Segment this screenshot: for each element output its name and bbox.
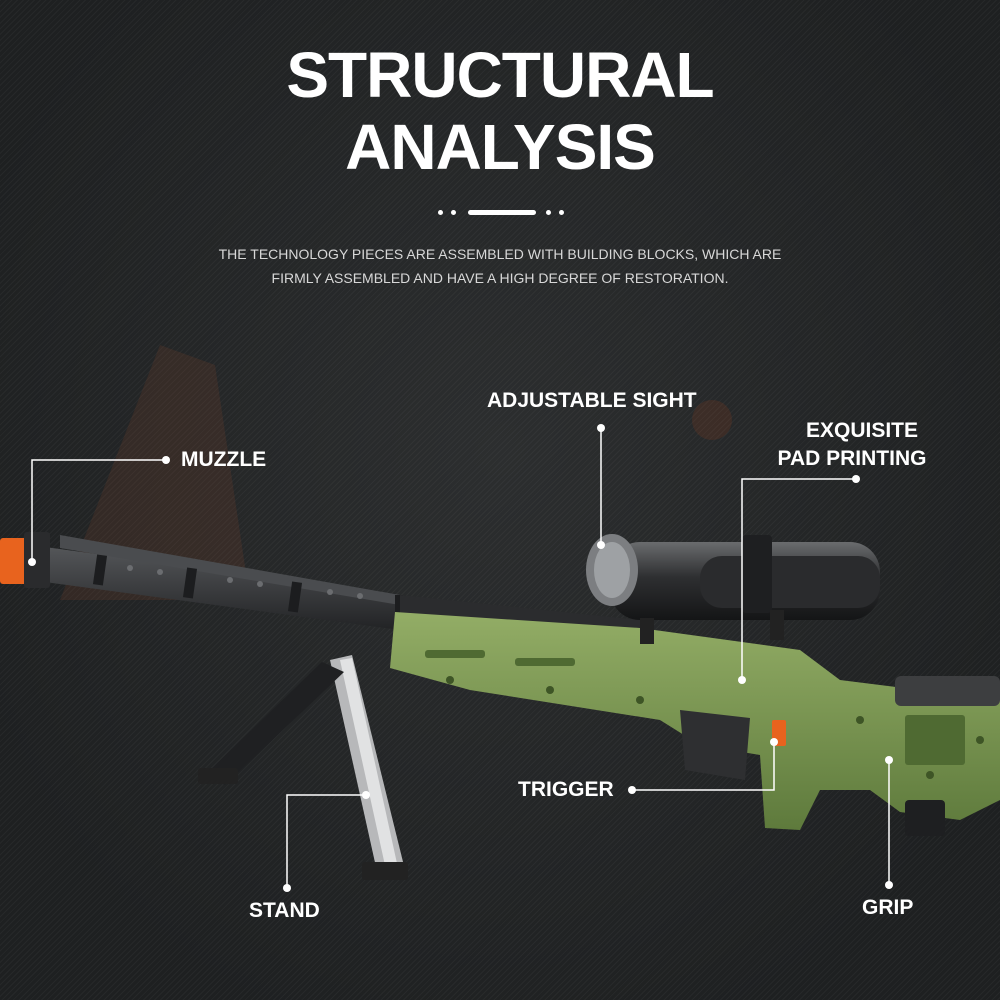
- callout-lines: [31, 428, 890, 888]
- muzzle-label: MUZZLE: [181, 448, 267, 471]
- grip-label: GRIP: [862, 896, 914, 919]
- callout-dots: [28, 424, 893, 892]
- page-title-line2: ANALYSIS: [345, 111, 656, 183]
- barrel: [30, 535, 403, 630]
- cheek-pad: [895, 676, 1000, 706]
- bipod: [198, 655, 408, 880]
- title-divider: [438, 208, 568, 218]
- magazine: [680, 710, 750, 780]
- stand-label: STAND: [249, 899, 320, 922]
- description-line1: THE TECHNOLOGY PIECES ARE ASSEMBLED WITH…: [218, 246, 782, 262]
- description-line2: FIRMLY ASSEMBLED AND HAVE A HIGH DEGREE …: [271, 270, 729, 286]
- rear-monopod: [905, 800, 945, 836]
- pad-printing-label-line2: PAD PRINTING: [777, 447, 927, 470]
- adjustable-sight-label: ADJUSTABLE SIGHT: [487, 389, 697, 412]
- trigger-label: TRIGGER: [518, 778, 614, 801]
- background-watermark: [60, 345, 732, 600]
- scope: [586, 534, 880, 644]
- page-title-line1: STRUCTURAL: [286, 39, 714, 111]
- muzzle: [0, 532, 50, 588]
- pad-printing-label-line1: EXQUISITE: [805, 419, 919, 442]
